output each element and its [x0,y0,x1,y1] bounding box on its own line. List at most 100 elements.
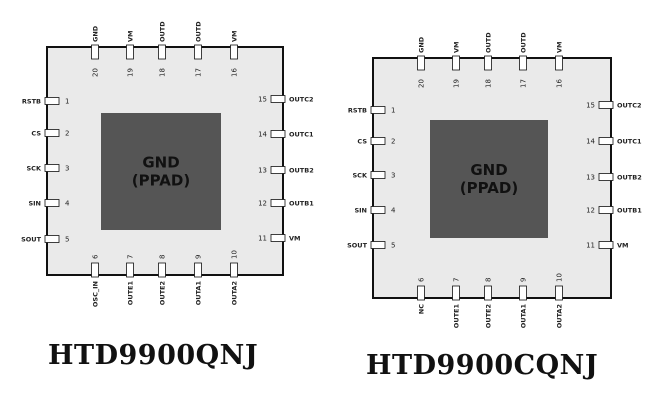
pin-number-4: 4 [391,207,396,215]
pin-16 [230,44,238,60]
pin-11 [598,241,614,249]
pin-number-15: 15 [586,102,595,110]
pin-number-19: 19 [127,68,135,77]
exposed-pad [101,113,221,230]
pin-19 [126,44,134,60]
pin-number-1: 1 [391,107,395,115]
pin-16 [555,55,563,71]
pin-label-outd: OUTD [195,21,203,42]
pin-number-14: 14 [258,131,267,139]
pin-label-outc2: OUTC2 [289,96,314,104]
pin-18 [484,55,492,71]
pin-number-13: 13 [586,174,595,182]
pin-label-vm: VM [127,31,135,43]
exposed-pad [430,120,548,238]
package-htd9900qnj: GND(PPAD)GND20VM19OUTD18OUTD17VM166OSC_I… [21,21,314,307]
pin-8 [158,262,166,278]
pin-10 [555,285,563,301]
pin-number-11: 11 [258,235,267,243]
pin-label-vm: VM [231,31,239,43]
pin-label-cs: CS [357,138,367,146]
pin-number-6: 6 [92,254,100,259]
pin-number-16: 16 [556,79,564,88]
pin-14 [270,130,286,138]
pin-label-sin: SIN [354,207,367,215]
pin-18 [158,44,166,60]
pin-number-14: 14 [586,138,595,146]
pin-number-18: 18 [159,68,167,77]
pin-20 [417,55,425,71]
pin-15 [270,95,286,103]
pin-label-osc-in: OSC_IN [92,281,100,307]
pad-label-ppad: (PPAD) [132,172,190,190]
pin-number-7: 7 [453,278,461,282]
pin-label-nc: NC [418,304,426,314]
pin-label-vm: VM [617,242,629,250]
pin-17 [519,55,527,71]
pin-label-outa2: OUTA2 [231,281,239,305]
pin-label-gnd: GND [418,36,426,53]
pin-number-16: 16 [231,68,239,77]
pin-number-17: 17 [520,79,528,88]
package-htd9900cqnj: GND(PPAD)GND20VM19OUTD18OUTD17VM166NC7OU… [347,32,642,329]
pin-12 [598,206,614,214]
pin-2 [44,129,60,137]
pin-label-oute1: OUTE1 [127,281,135,306]
pin-label-outb1: OUTB1 [289,200,314,208]
pin-number-9: 9 [195,255,203,259]
pin-label-vm: VM [289,235,301,243]
pin-number-2: 2 [65,130,69,138]
pin-15 [598,101,614,109]
pin-number-15: 15 [258,96,267,104]
pin-label-outd: OUTD [159,21,167,42]
pin-label-outb2: OUTB2 [617,174,642,182]
pin-label-outc2: OUTC2 [617,102,642,110]
pin-label-sin: SIN [28,200,41,208]
pin-number-20: 20 [418,79,426,88]
pin-5 [44,235,60,243]
pin-6 [417,285,425,301]
pin-17 [194,44,202,60]
pin-number-6: 6 [418,277,426,282]
pin-13 [270,166,286,174]
pin-7 [452,285,460,301]
pin-4 [370,206,386,214]
pin-label-sout: SOUT [21,236,41,244]
pad-label-gnd: GND [142,154,179,172]
pin-number-3: 3 [391,172,395,180]
pin-13 [598,173,614,181]
pin-label-sck: SCK [27,165,42,173]
pin-label-outb2: OUTB2 [289,167,314,175]
pin-11 [270,234,286,242]
package-title-cqnj: HTD9900CQNJ [366,350,599,381]
pin-label-oute2: OUTE2 [485,304,493,328]
package-title-qnj: HTD9900QNJ [48,340,259,371]
pin-6 [91,262,99,278]
pin-14 [598,137,614,145]
pin-number-10: 10 [556,273,564,282]
pin-number-5: 5 [391,242,395,250]
pin-number-4: 4 [65,200,70,208]
pin-label-outa2: OUTA2 [556,304,564,328]
pin-number-8: 8 [485,278,493,282]
pin-8 [484,285,492,301]
pin-number-11: 11 [586,242,595,250]
pin-number-2: 2 [391,138,395,146]
pin-9 [519,285,527,301]
pin-number-12: 12 [258,200,267,208]
pin-label-outb1: OUTB1 [617,207,642,215]
pin-label-rstb: RSTB [348,107,367,115]
pin-label-outc1: OUTC1 [617,138,642,146]
pin-number-13: 13 [258,167,267,175]
pin-label-rstb: RSTB [22,98,41,106]
pin-7 [126,262,134,278]
pin-number-8: 8 [159,255,167,259]
pin-number-5: 5 [65,236,69,244]
pin-number-1: 1 [65,98,69,106]
pin-3 [44,164,60,172]
pin-1 [44,97,60,105]
pin-20 [91,44,99,60]
pin-5 [370,241,386,249]
